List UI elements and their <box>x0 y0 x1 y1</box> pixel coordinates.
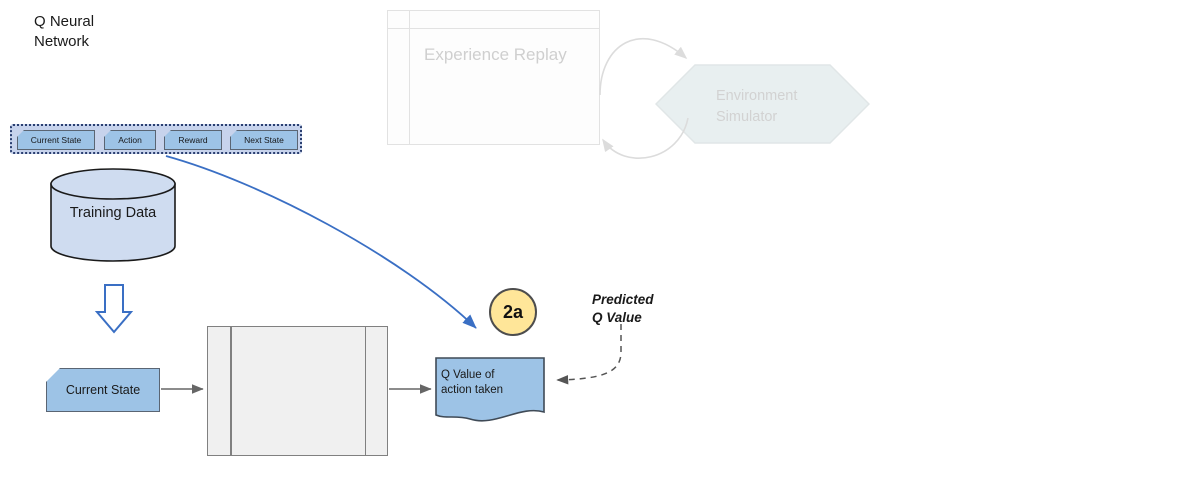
training-data-cylinder[interactable] <box>50 168 176 262</box>
table-column-divider <box>409 11 410 144</box>
q-value-label: Q Value of action taken <box>441 369 504 396</box>
process-bar-right <box>364 327 366 455</box>
tuple-to-qvalue-curve <box>165 155 477 329</box>
q-neural-network-label: Q Neural Network <box>34 13 95 51</box>
training-data-label: Training Data <box>69 205 157 221</box>
experience-replay-table[interactable] <box>387 10 600 145</box>
tuple-item-next-state[interactable]: Next State <box>230 130 298 150</box>
process-bar-left <box>230 327 232 455</box>
current-state-box[interactable]: Current State <box>46 368 160 412</box>
tuple-item-action[interactable]: Action <box>104 130 156 150</box>
tuple-item-reward[interactable]: Reward <box>164 130 222 150</box>
q-neural-network-box[interactable] <box>207 326 388 456</box>
tuple-item-current-state[interactable]: Current State <box>17 130 95 150</box>
q-value-document[interactable] <box>435 357 545 423</box>
predicted-to-qvalue-dashed <box>556 324 622 385</box>
table-header-divider <box>388 28 599 29</box>
experience-replay-label: Experience Replay <box>424 45 567 64</box>
environment-simulator-label: Environment Simulator <box>716 88 798 126</box>
experience-tuple-container[interactable]: Current State Action Reward Next State <box>10 124 302 154</box>
environment-simulator-hexagon[interactable] <box>655 64 870 144</box>
predicted-q-value-label: Predicted Q Value <box>592 292 654 325</box>
step-badge-2a[interactable]: 2a <box>489 288 537 336</box>
